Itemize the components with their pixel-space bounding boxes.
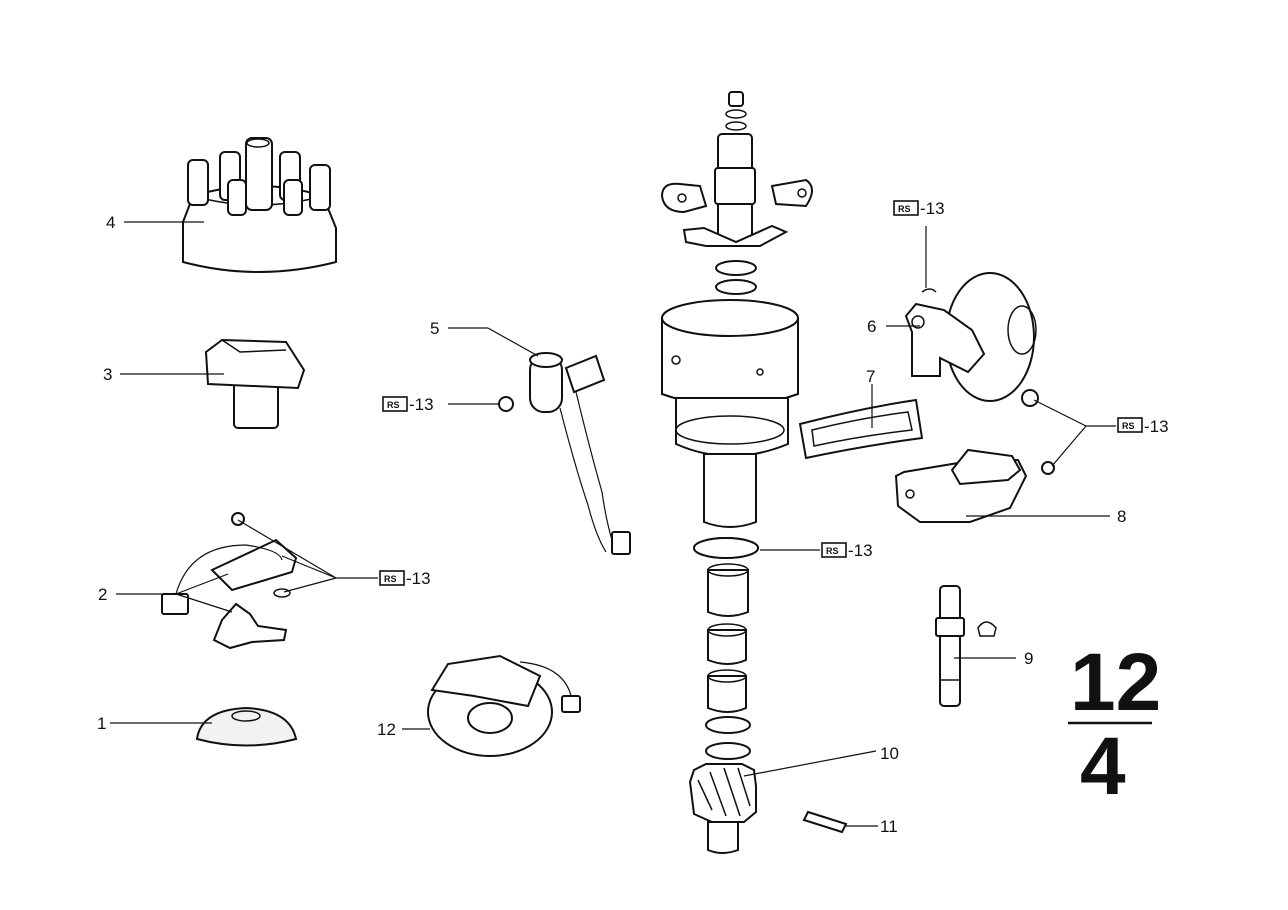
part-pin [802,810,848,834]
label-part-1: 1 [97,714,106,733]
label-part-7: 7 [866,367,875,386]
svg-text:-13: -13 [920,199,945,218]
label-part-12: 12 [377,720,396,739]
svg-text:RS: RS [1122,421,1135,431]
part-dust-shield [195,706,298,747]
section-number-bottom: 4 [1080,721,1126,812]
part-condenser [498,352,631,555]
seal-ring [693,537,759,559]
rs-ref-contact: RS -13 [379,569,431,588]
label-part-4: 4 [106,213,115,232]
leader-lines [110,221,1116,827]
part-distributor-housing [661,299,799,528]
label-part-10: 10 [880,744,899,763]
label-part-9: 9 [1024,649,1033,668]
svg-text:RS: RS [387,400,400,410]
svg-text:RS: RS [826,546,839,556]
svg-text:RS: RS [898,204,911,214]
part-lower-bushes [693,537,759,760]
part-rotor [204,338,306,429]
part-shaft-assembly [660,91,813,295]
part-distributor-cap [182,137,337,273]
part-bracket [894,389,1055,523]
svg-text:-13: -13 [406,569,431,588]
part-breaker-plate [427,654,581,757]
part-drive-shaft [935,585,997,707]
rs-ref-left: RS -13 [382,395,434,414]
label-part-3: 3 [103,365,112,384]
part-drive-gear [688,763,757,854]
part-clip [798,398,924,460]
section-number: 12 4 [1068,637,1161,812]
svg-text:-13: -13 [848,541,873,560]
label-part-8: 8 [1117,507,1126,526]
rs-ref-bracket: RS -13 [1117,417,1169,436]
part-vacuum-unit [904,272,1037,402]
rs-ref-vacuum: RS -13 [893,199,945,218]
svg-text:RS: RS [384,574,397,584]
part-contact-breaker [161,512,298,650]
svg-text:-13: -13 [1144,417,1169,436]
label-part-11: 11 [880,817,898,836]
section-number-top: 12 [1070,637,1161,728]
rs-ref-seal: RS -13 [821,541,873,560]
label-part-5: 5 [430,319,439,338]
svg-text:-13: -13 [409,395,434,414]
label-part-6: 6 [867,317,876,336]
label-part-2: 2 [98,585,107,604]
